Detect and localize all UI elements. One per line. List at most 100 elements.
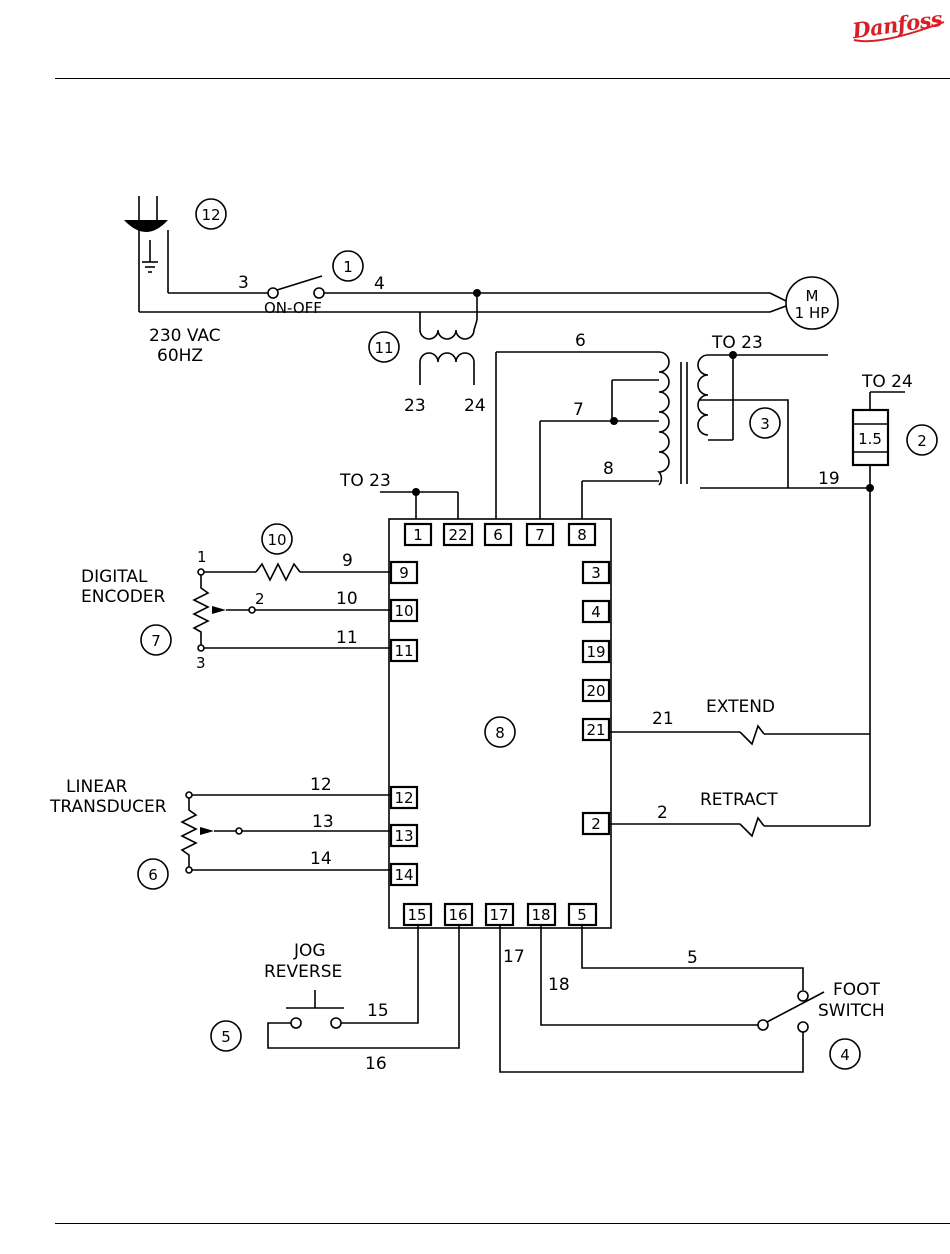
terminal-4: 4	[583, 601, 609, 622]
label-terminals-right-5: 2	[591, 815, 601, 833]
terminal-6: 6	[485, 524, 511, 545]
jog-label-line2: REVERSE	[264, 962, 342, 982]
callout-12: 12	[196, 199, 226, 229]
label-terminals-bottom-1: 16	[448, 906, 467, 924]
label-labels-fuse: 1.5	[858, 430, 882, 448]
callout-11: 11	[369, 332, 399, 362]
encoder-pin-3: 3	[196, 654, 206, 672]
resistor	[256, 564, 300, 580]
label-terminals-left-5: 14	[394, 866, 413, 884]
wire-11-label: 11	[336, 628, 358, 648]
supply-frequency-label: 60HZ	[157, 346, 203, 366]
label-terminals-top-3: 7	[535, 526, 545, 544]
callout-7: 7	[141, 625, 171, 655]
label-labels-motor_line1: M	[806, 287, 819, 305]
label-terminals-top-1: 22	[448, 526, 467, 544]
callout-2: 2	[907, 425, 937, 455]
label-terminals-left-0: 9	[399, 564, 409, 582]
to-24-label: TO 24	[861, 372, 913, 392]
control-transformer	[420, 293, 477, 385]
label-terminals-left-3: 12	[394, 789, 413, 807]
terminal-20: 20	[583, 680, 609, 701]
label-terminals-left-2: 11	[394, 642, 413, 660]
callout-8: 8	[485, 717, 515, 747]
wire-19-label: 19	[818, 469, 840, 489]
label-terminals-bottom-0: 15	[407, 906, 426, 924]
label-callouts-c6: 6	[148, 866, 158, 884]
label-terminals-right-4: 21	[586, 721, 605, 739]
callout-3: 3	[750, 408, 780, 438]
terminal-9: 9	[391, 562, 417, 583]
wire-13-label: 13	[312, 812, 334, 832]
motor-1hp: M 1 HP	[786, 277, 838, 329]
transducer-label-line2: TRANSDUCER	[49, 797, 167, 817]
wire-8-label: 8	[603, 459, 614, 479]
transducer-potentiometer	[182, 792, 214, 873]
switch-contact-left	[268, 288, 278, 298]
label-terminals-left-1: 10	[394, 602, 413, 620]
to-23-top-label: TO 23	[711, 333, 763, 353]
label-terminals-top-4: 8	[577, 526, 587, 544]
wire-24-label: 24	[464, 396, 486, 416]
label-terminals-left-4: 13	[394, 827, 413, 845]
terminal-17: 17	[486, 904, 513, 925]
wire-9-label: 9	[342, 551, 353, 571]
label-callouts-c7: 7	[151, 632, 161, 650]
wire-4-label: 4	[374, 274, 385, 294]
terminal-10: 10	[391, 600, 417, 621]
callout-6: 6	[138, 859, 168, 889]
wire-12-label: 12	[310, 775, 332, 795]
terminal-1: 1	[405, 524, 431, 545]
wire-21-label: 21	[652, 709, 674, 729]
encoder-pin-2: 2	[255, 590, 265, 608]
encoder-potentiometer	[194, 569, 226, 651]
wire-7-label: 7	[573, 400, 584, 420]
label-callouts-c5: 5	[221, 1028, 231, 1046]
terminal-7: 7	[527, 524, 553, 545]
label-callouts-c2: 2	[917, 432, 927, 450]
jog-reverse-pushbutton	[286, 990, 344, 1028]
label-callouts-c8: 8	[495, 724, 505, 742]
terminal-11: 11	[391, 640, 417, 661]
terminal-18: 18	[528, 904, 555, 925]
label-terminals-right-2: 19	[586, 643, 605, 661]
label-terminals-top-2: 6	[493, 526, 503, 544]
label-terminals-right-0: 3	[591, 564, 601, 582]
label-terminals-bottom-3: 18	[531, 906, 550, 924]
label-callouts-c10: 10	[267, 531, 286, 549]
encoder-pin-1: 1	[197, 548, 207, 566]
terminal-5: 5	[569, 904, 596, 925]
retract-label: RETRACT	[700, 790, 778, 810]
to-23-left-label: TO 23	[339, 471, 391, 491]
foot-switch	[758, 991, 824, 1032]
on-off-switch-blade	[277, 276, 322, 290]
power-plug	[124, 196, 168, 312]
callout-4: 4	[830, 1039, 860, 1069]
wire-17-label: 17	[503, 947, 525, 967]
wire-14-label: 14	[310, 849, 332, 869]
encoder-label-line2: ENCODER	[81, 587, 166, 607]
extend-label: EXTEND	[706, 697, 775, 717]
foot-switch-label-line1: FOOT	[833, 980, 881, 1000]
wire-2-label: 2	[657, 803, 668, 823]
callout-10: 10	[262, 524, 292, 554]
foot-switch-label-line2: SWITCH	[818, 1001, 885, 1021]
label-terminals-bottom-2: 17	[489, 906, 508, 924]
terminal-2: 2	[583, 813, 609, 834]
wire-15-label: 15	[367, 1001, 389, 1021]
label-callouts-c1: 1	[343, 258, 353, 276]
terminal-19: 19	[583, 641, 609, 662]
wire-18-label: 18	[548, 975, 570, 995]
terminal-22: 22	[444, 524, 472, 545]
label-terminals-right-3: 20	[586, 682, 605, 700]
label-terminals-top-0: 1	[413, 526, 423, 544]
wire-3-label: 3	[238, 273, 249, 293]
wire-23-label: 23	[404, 396, 426, 416]
wire-10-label: 10	[336, 589, 358, 609]
supply-voltage-label: 230 VAC	[149, 326, 221, 346]
jog-label-line1: JOG	[293, 941, 326, 961]
transducer-label-line1: LINEAR	[66, 777, 128, 797]
on-off-switch-label: ON-OFF	[264, 299, 322, 317]
encoder-label-line1: DIGITAL	[81, 567, 148, 587]
